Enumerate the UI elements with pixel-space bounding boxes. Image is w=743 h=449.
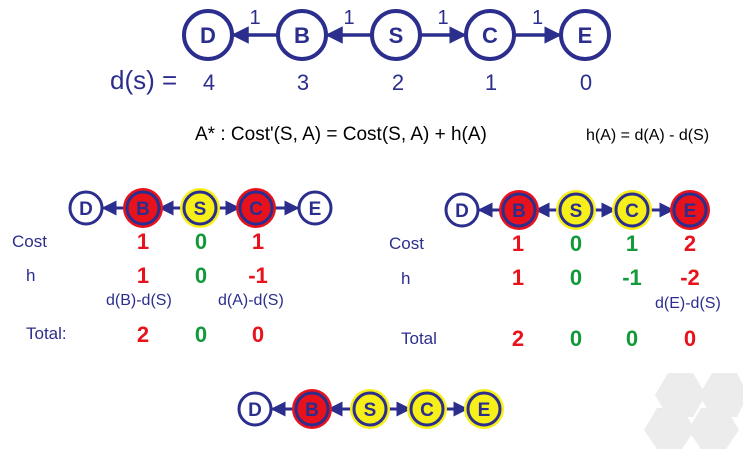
top-graph-node-c (464, 9, 516, 61)
bottom-graph-node-label-s: S (364, 400, 377, 421)
right-values-h-1: 0 (570, 265, 582, 290)
right-graph-node-label-s: S (570, 201, 583, 222)
left-graph-node-label-e: E (309, 199, 322, 220)
left-values-h-0: 1 (137, 263, 149, 288)
top-graph-edge-weight-2: 1 (437, 7, 448, 29)
left-values-total-0: 2 (137, 322, 149, 347)
right-values-h-0: 1 (512, 265, 524, 290)
left-values-cost-2: 1 (252, 229, 264, 254)
top-graph-node-label-d: D (200, 23, 216, 48)
left-graph-node-label-b: B (136, 199, 150, 220)
heuristic-formula: h(A) = d(A) - d(S) (586, 127, 709, 144)
right-values-total-0: 2 (512, 326, 524, 351)
left-h-label: h (26, 266, 35, 285)
right-values-total-2: 0 (626, 326, 638, 351)
left-graph-node-label-d: D (79, 199, 93, 220)
left-graph-node-e (297, 190, 333, 226)
top-graph-node-b (276, 9, 328, 61)
ds-value-0: 4 (203, 70, 215, 95)
decorative-hexagons (644, 373, 743, 449)
left-values-cost-0: 1 (137, 229, 149, 254)
right-values-total-3: 0 (684, 326, 696, 351)
left-graph-node-label-c: C (249, 199, 263, 220)
right-values-total-1: 0 (570, 326, 582, 351)
astar-formula: A* : Cost'(S, A) = Cost(S, A) + h(A) (195, 124, 487, 145)
right-values: 1 0 1 2 1 0 -1 -2 2 0 0 0 (512, 231, 700, 351)
left-values-total-2: 0 (252, 322, 264, 347)
bottom-graph-node-label-d: D (248, 400, 262, 421)
right-graph-node-label-c: C (625, 201, 639, 222)
bottom-graph-node-s (352, 391, 388, 427)
right-values-h-3: -2 (680, 265, 700, 290)
ds-value-2: 2 (392, 70, 404, 95)
right-graph-node-label-b: B (512, 201, 526, 222)
left-graph-node-d (68, 190, 104, 226)
top-graph-node-label-c: C (482, 23, 498, 48)
right-graph-node-b (501, 192, 537, 228)
ds-value-4: 0 (580, 70, 592, 95)
left-graph-node-s (182, 190, 218, 226)
bottom-graph-node-e (466, 391, 502, 427)
bottom-graph-node-label-c: C (420, 400, 434, 421)
top-graph-node-s (370, 9, 422, 61)
left-values-h-1: 0 (195, 263, 207, 288)
bottom-graph-node-d (237, 391, 273, 427)
right-values-cost-1: 0 (570, 231, 582, 256)
right-graph-node-s (558, 192, 594, 228)
top-graph-node-label-e: E (578, 23, 593, 48)
left-values: 1 0 1 1 0 -1 2 0 0 (137, 229, 268, 347)
right-values-h-2: -1 (622, 265, 642, 290)
right-values-cost-2: 1 (626, 231, 638, 256)
top-graph-node-e (559, 9, 611, 61)
bottom-graph-node-label-e: E (478, 400, 491, 421)
right-graph-node-label-e: E (684, 201, 697, 222)
bottom-graph-node-b (294, 391, 330, 427)
left-values-total-1: 0 (195, 322, 207, 347)
right-h-label: h (401, 269, 410, 288)
top-graph-edge-weight-3: 1 (532, 7, 543, 29)
right-total-label: Total (401, 329, 437, 348)
left-note-a: d(A)-d(S) (218, 292, 284, 309)
bottom-graph-node-c (409, 391, 445, 427)
top-graph-node-label-b: B (294, 23, 310, 48)
right-values-cost-0: 1 (512, 231, 524, 256)
left-graph-node-c (238, 190, 274, 226)
top-graph-node-d (182, 9, 234, 61)
right-cost-label: Cost (389, 234, 424, 253)
left-values-h-2: -1 (248, 263, 268, 288)
left-cost-label: Cost (12, 232, 47, 251)
right-values-cost-3: 2 (684, 231, 696, 256)
top-graph-node-label-s: S (389, 23, 404, 48)
left-note-b: d(B)-d(S) (106, 292, 172, 309)
right-graph-node-e (672, 192, 708, 228)
top-graph-edge-weight-1: 1 (343, 7, 354, 29)
left-values-cost-1: 0 (195, 229, 207, 254)
top-graph-edge-weight-0: 1 (249, 7, 260, 29)
ds-label: d(s) = (110, 65, 177, 95)
ds-values: 4 3 2 1 0 (203, 70, 592, 95)
left-graph-node-b (125, 190, 161, 226)
right-graph-node-d (444, 192, 480, 228)
right-graph-node-c (614, 192, 650, 228)
ds-value-3: 1 (485, 70, 497, 95)
top-graph: 1 1 1 1D B S C E (182, 7, 611, 61)
bottom-graph-node-label-b: B (305, 400, 319, 421)
left-total-label: Total: (26, 324, 67, 343)
ds-value-1: 3 (297, 70, 309, 95)
left-graph-node-label-s: S (194, 199, 207, 220)
right-note-e: d(E)-d(S) (655, 295, 721, 312)
right-graph-node-label-d: D (455, 201, 469, 222)
